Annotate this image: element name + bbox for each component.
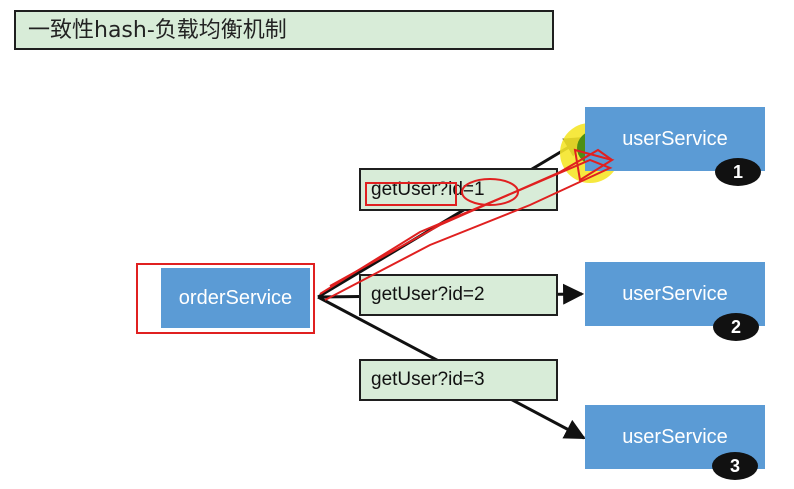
request-label-3: getUser?id=3 <box>359 359 558 401</box>
instance-badge-2: 2 <box>713 313 759 341</box>
request-label-2: getUser?id=2 <box>359 274 558 316</box>
instance-badge-3: 3 <box>712 452 758 480</box>
user-service-node-1: userService <box>585 107 765 171</box>
annotation-source-highlight <box>136 263 315 334</box>
user-service-node-3: userService <box>585 405 765 469</box>
order-service-node: orderService <box>161 268 310 328</box>
slide-title: 一致性hash-负载均衡机制 <box>14 10 554 50</box>
instance-badge-1: 1 <box>715 158 761 186</box>
arrow-to-service-1 <box>317 136 586 299</box>
